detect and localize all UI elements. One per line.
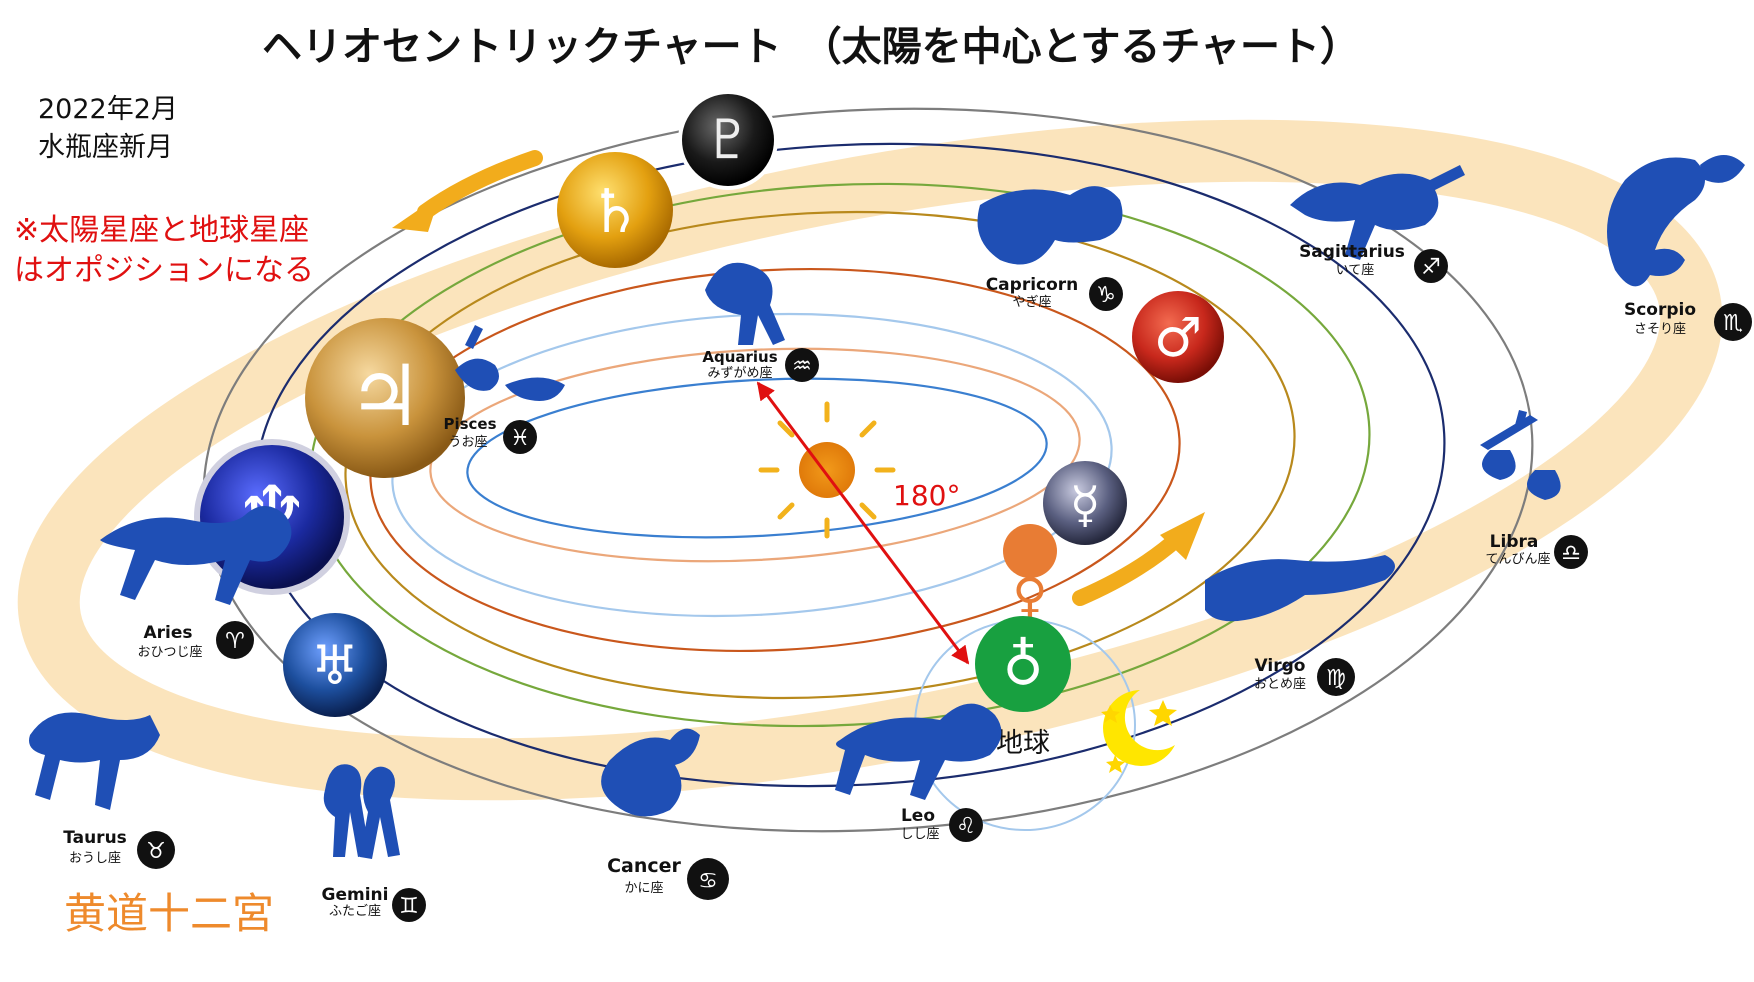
svg-text:ふたご座: ふたご座	[329, 903, 381, 919]
pisces-symbol-icon: ♓	[510, 426, 530, 451]
svg-text:うお座: うお座	[448, 435, 487, 450]
svg-text:Libra: Libra	[1490, 532, 1539, 552]
direction-arrow-top	[392, 158, 535, 232]
jupiter-symbol-icon: ♃	[347, 347, 422, 445]
svg-text:しし座: しし座	[900, 827, 939, 842]
earth-label: 地球	[996, 728, 1050, 759]
sign-capricorn: Capricorn やぎ座 ♑	[986, 275, 1123, 311]
taurus-symbol-icon: ♉	[146, 839, 166, 864]
planet-saturn: ♄	[557, 152, 673, 268]
cancer-symbol-icon: ♋	[698, 869, 718, 894]
virgo-symbol-icon: ♍	[1326, 666, 1346, 691]
bull-constellation-icon	[29, 713, 160, 811]
sagittarius-symbol-icon: ♐	[1421, 255, 1441, 280]
planet-venus: ♀	[1003, 524, 1057, 624]
sign-pisces: Pisces うお座 ♓	[443, 415, 537, 454]
svg-text:おひつじ座: おひつじ座	[137, 645, 202, 660]
sign-leo: Leo しし座 ♌	[900, 806, 983, 842]
libra-symbol-icon: ♎	[1561, 541, 1581, 566]
svg-text:かに座: かに座	[624, 881, 663, 896]
goat-constellation-icon	[978, 186, 1123, 264]
venus-symbol-icon: ♀	[1012, 568, 1047, 624]
sign-sagittarius: Sagittarius いて座 ♐	[1299, 242, 1448, 283]
svg-text:おうし座: おうし座	[69, 851, 121, 866]
saturn-symbol-icon: ♄	[588, 177, 642, 247]
svg-text:おとめ座: おとめ座	[1254, 677, 1306, 692]
svg-text:Pisces: Pisces	[443, 415, 496, 433]
svg-text:やぎ座: やぎ座	[1012, 295, 1051, 310]
angle-label: 180°	[893, 479, 960, 512]
planet-jupiter: ♃	[305, 318, 465, 478]
leo-symbol-icon: ♌	[956, 814, 976, 839]
svg-text:さそり座: さそり座	[1634, 322, 1686, 337]
svg-text:Leo: Leo	[901, 806, 935, 826]
capricorn-symbol-icon: ♑	[1096, 283, 1116, 308]
opposition-note-line-1: ※太陽星座と地球星座	[14, 213, 309, 248]
opposition-line	[758, 383, 968, 663]
sign-gemini: Gemini ふたご座 ♊	[322, 885, 426, 922]
gemini-symbol-icon: ♊	[399, 894, 419, 919]
mars-symbol-icon: ♂	[1154, 306, 1202, 369]
sign-aquarius: Aquarius みずがめ座 ♒	[702, 348, 819, 382]
pluto-symbol-icon: ♇	[704, 108, 752, 171]
svg-text:Virgo: Virgo	[1255, 656, 1306, 676]
planet-pluto: ♇	[678, 90, 778, 190]
mercury-symbol-icon: ☿	[1070, 476, 1101, 534]
date-line-1: 2022年2月	[38, 94, 178, 125]
fish-constellation-icon	[455, 325, 565, 401]
aquarius-symbol-icon: ♒	[792, 354, 812, 379]
svg-text:Sagittarius: Sagittarius	[1299, 242, 1405, 262]
planet-mercury: ☿	[1043, 461, 1127, 545]
planet-mars: ♂	[1132, 291, 1224, 383]
water-bearer-constellation-icon	[705, 263, 785, 345]
svg-text:Aquarius: Aquarius	[702, 348, 777, 366]
sun	[761, 404, 893, 536]
svg-text:みずがめ座: みずがめ座	[707, 366, 772, 381]
scorpio-symbol-icon: ♏	[1723, 311, 1743, 336]
planet-uranus: ♅	[283, 613, 387, 717]
orbit-earth	[385, 296, 1120, 633]
sign-cancer: Cancer かに座 ♋	[607, 855, 729, 900]
uranus-symbol-icon: ♅	[311, 634, 359, 697]
sign-libra: Libra てんびん座 ♎	[1485, 532, 1588, 569]
sign-taurus: Taurus おうし座 ♉	[63, 828, 175, 869]
svg-text:Gemini: Gemini	[322, 885, 389, 905]
zodiac-band-label: 黄道十二宮	[64, 889, 274, 938]
svg-text:Aries: Aries	[143, 623, 192, 643]
svg-text:Cancer: Cancer	[607, 855, 681, 877]
svg-text:いて座: いて座	[1336, 263, 1375, 278]
svg-text:てんびん座: てんびん座	[1485, 552, 1550, 567]
svg-text:Scorpio: Scorpio	[1624, 300, 1696, 320]
date-line-2: 水瓶座新月	[38, 132, 173, 163]
planet-earth: ♁	[975, 616, 1071, 712]
svg-text:Taurus: Taurus	[63, 828, 127, 848]
opposition-note-line-2: はオポジションになる	[14, 253, 314, 288]
page-title: ヘリオセントリックチャート （太陽を中心とするチャート）	[262, 24, 1360, 70]
earth-symbol-icon: ♁	[1002, 633, 1043, 698]
aries-symbol-icon: ♈	[225, 629, 245, 654]
svg-text:Capricorn: Capricorn	[986, 275, 1079, 295]
sign-aries: Aries おひつじ座 ♈	[137, 621, 254, 660]
